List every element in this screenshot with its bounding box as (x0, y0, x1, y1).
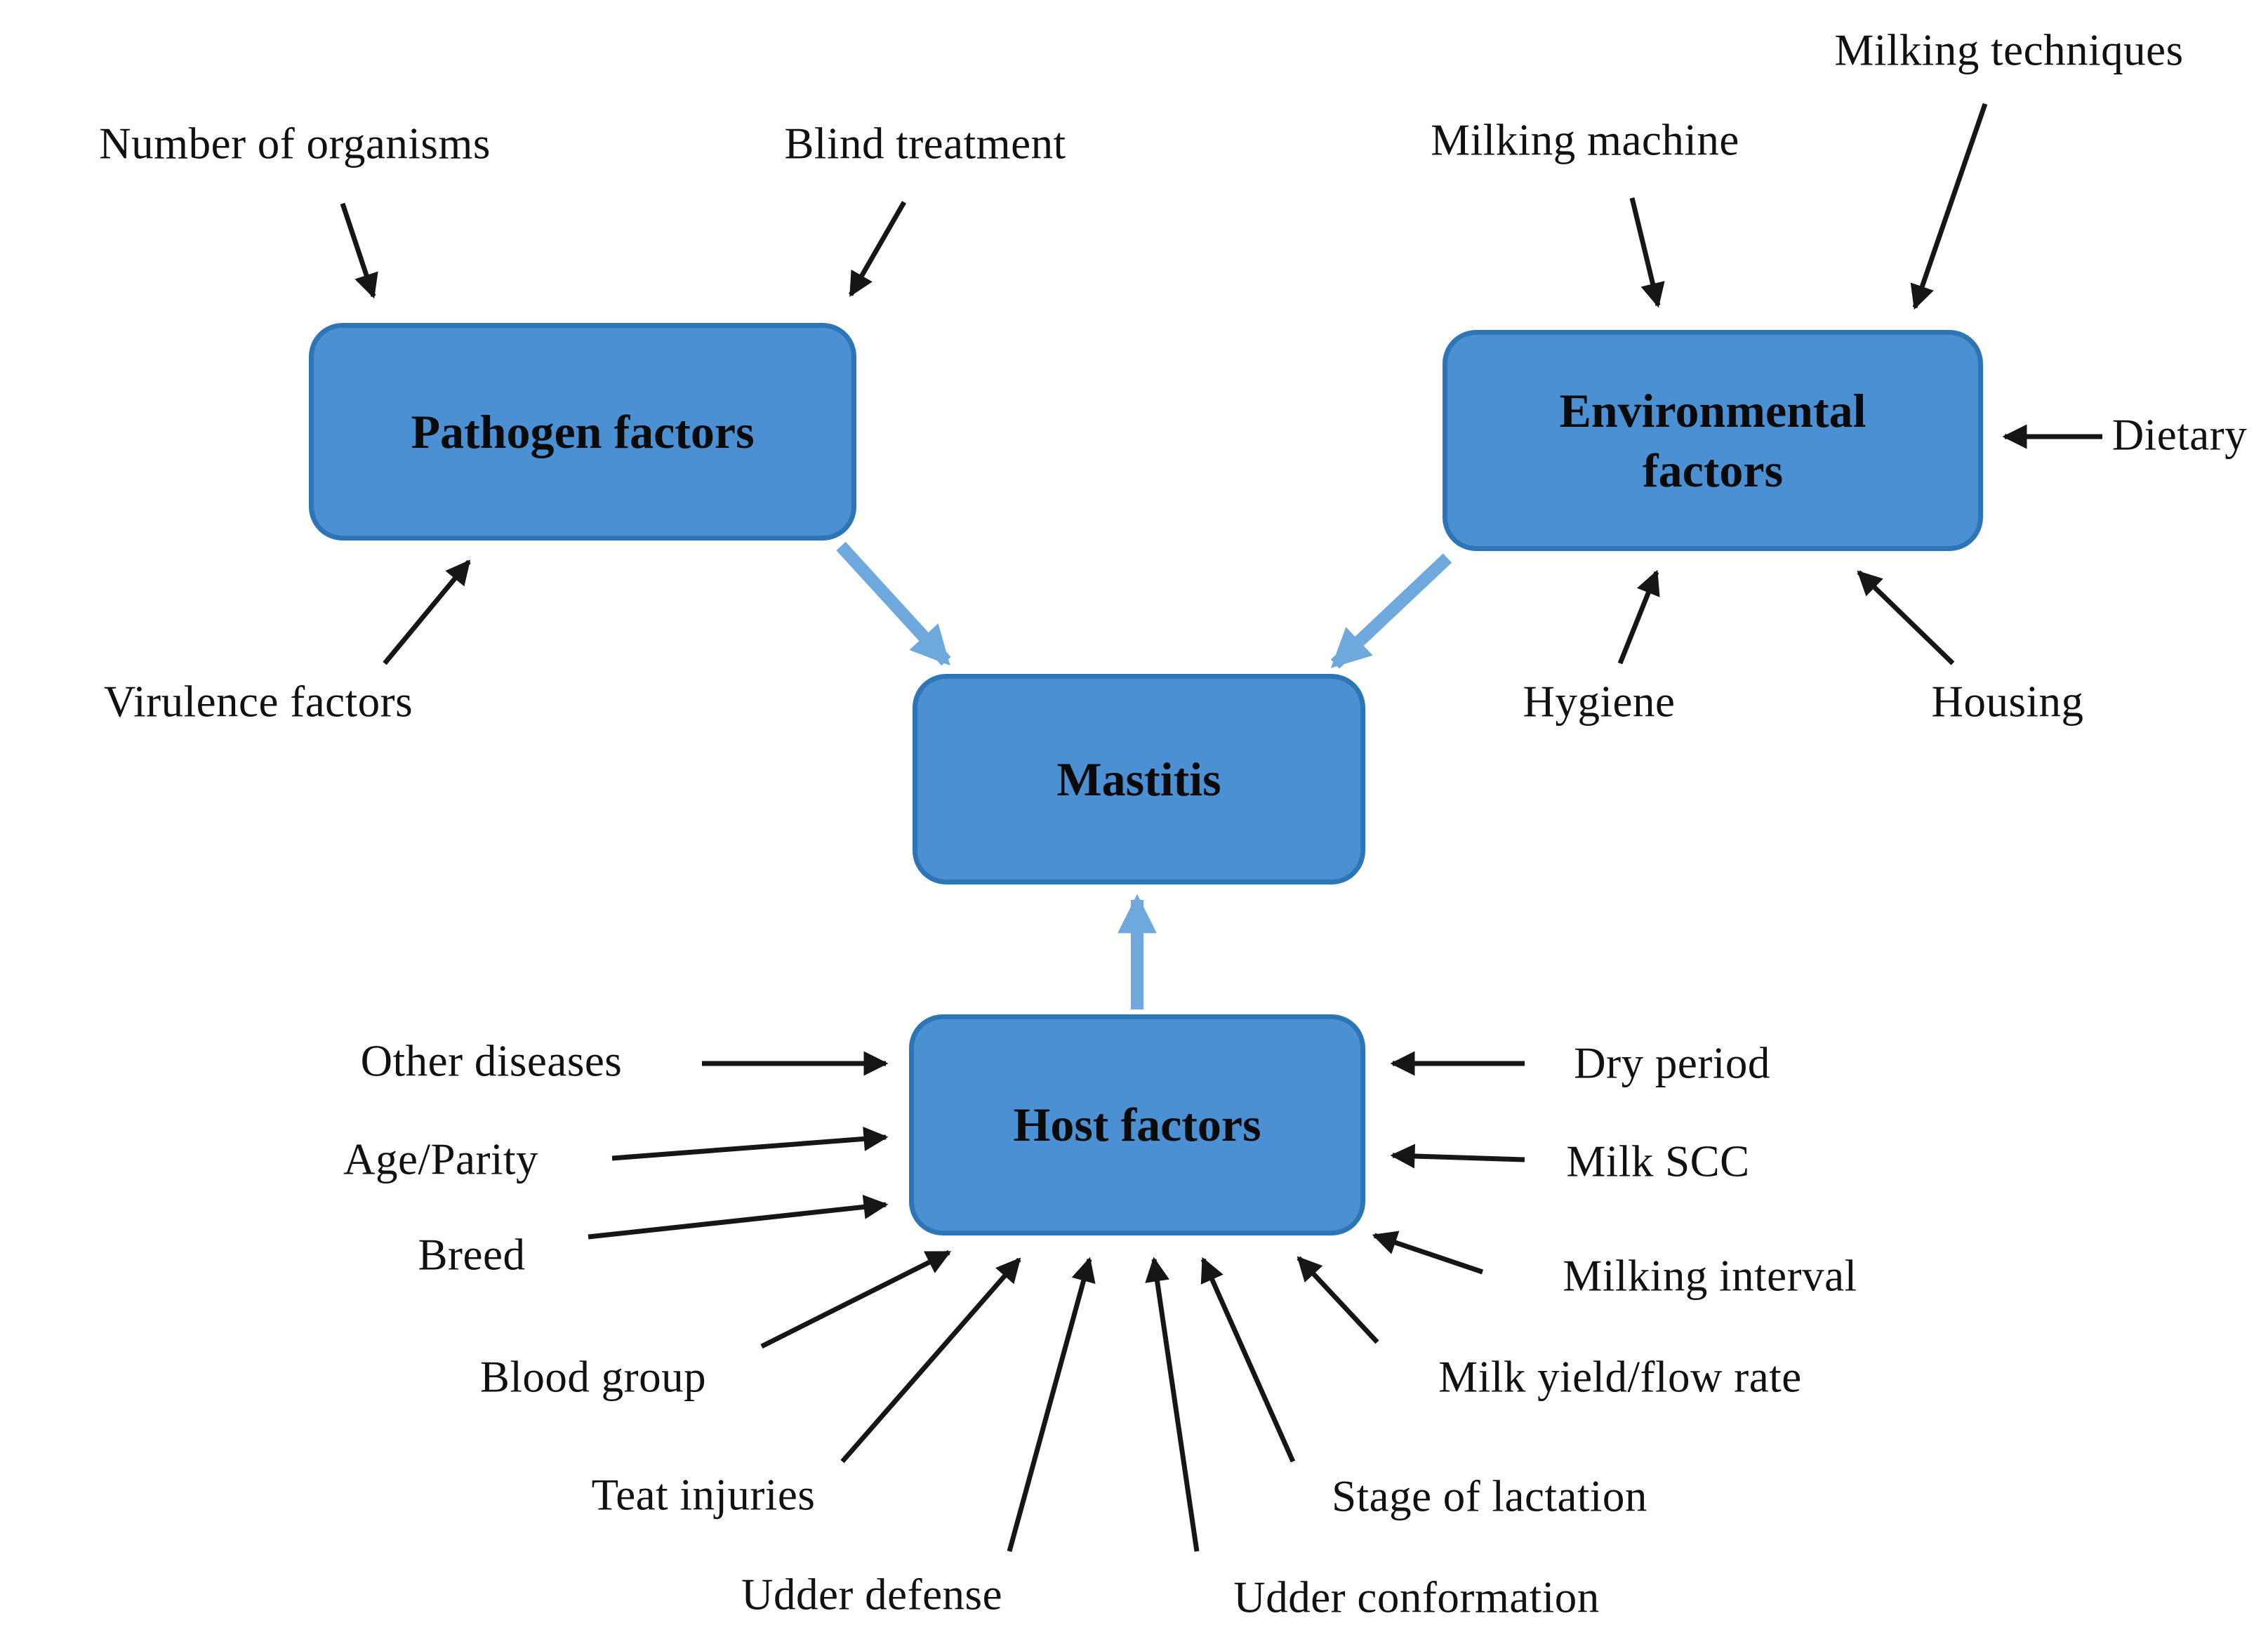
label-age-parity: Age/Parity (343, 1134, 538, 1184)
arrow-milking-machine (1629, 197, 1665, 308)
label-hygiene: Hygiene (1523, 677, 1676, 727)
arrow-blind-treatment (848, 201, 907, 298)
arrow-stage-of-lactation (1200, 1257, 1296, 1463)
arrow-milking-interval (1372, 1231, 1484, 1275)
arrow-udder-defense (1007, 1257, 1096, 1552)
label-number-of-organisms: Number of organisms (99, 119, 491, 168)
arrow-milk-scc (1390, 1144, 1525, 1169)
label-milking-machine: Milking machine (1431, 115, 1739, 165)
label-milking-interval: Milking interval (1563, 1251, 1857, 1301)
label-virulence-factors: Virulence factors (103, 677, 413, 727)
label-housing: Housing (1931, 677, 2084, 727)
arrow-udder-conformation (1145, 1257, 1200, 1552)
arrow-number-of-organisms (340, 202, 378, 299)
node-mastitis: Mastitis (913, 674, 1365, 884)
arrow-hygiene (1617, 569, 1660, 665)
label-dry-period: Dry period (1574, 1038, 1770, 1088)
arrow-pathogen-to-mastitis (836, 541, 951, 666)
label-stage-of-lactation: Stage of lactation (1332, 1471, 1647, 1521)
label-milking-techniques: Milking techniques (1834, 25, 2184, 75)
label-udder-conformation: Udder conformation (1233, 1572, 1600, 1622)
label-breed: Breed (418, 1230, 526, 1280)
arrow-blood-group (760, 1250, 952, 1349)
arrow-teat-injuries (840, 1257, 1021, 1464)
arrow-milking-techniques (1910, 102, 1988, 310)
arrow-environmental-to-mastitis (1330, 553, 1452, 669)
arrow-breed (588, 1194, 889, 1240)
label-blood-group: Blood group (479, 1352, 707, 1402)
label-other-diseases: Other diseases (360, 1036, 623, 1086)
label-udder-defense: Udder defense (741, 1570, 1003, 1619)
arrow-milk-yield-flow-rate (1297, 1256, 1379, 1344)
arrow-age-parity (611, 1126, 889, 1161)
node-pathogen-factors: Pathogen factors (309, 323, 856, 541)
label-milk-yield-flow-rate: Milk yield/flow rate (1438, 1352, 1802, 1402)
label-blind-treatment: Blind treatment (784, 119, 1066, 168)
label-milk-scc: Milk SCC (1566, 1136, 1750, 1186)
label-teat-injuries: Teat injuries (591, 1470, 816, 1520)
node-host-factors: Host factors (909, 1014, 1365, 1235)
node-environmental-factors: Environmental factors (1443, 330, 1983, 551)
label-dietary: Dietary (2111, 410, 2248, 460)
arrow-housing (1857, 570, 1955, 665)
arrow-virulence-factors (383, 559, 471, 665)
